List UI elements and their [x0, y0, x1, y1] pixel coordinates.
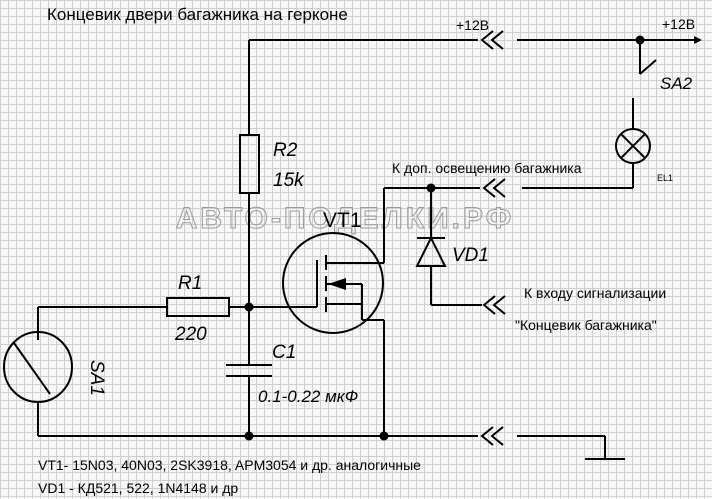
diagram-title: Концевик двери багажника на герконе	[47, 5, 348, 24]
el1-label: EL1	[657, 173, 673, 183]
r2-value: 15k	[273, 170, 305, 191]
capacitor-c1	[226, 307, 272, 436]
vt1-label: VT1	[323, 209, 362, 232]
watermark: АВТО-ПОДЕЛКИ.РФ	[176, 202, 514, 235]
mosfet-icon	[282, 232, 384, 334]
sa1-label: SA1	[86, 360, 107, 396]
diode-icon	[415, 188, 482, 306]
junction-dot	[244, 431, 254, 441]
source-wire	[361, 304, 385, 436]
alarm-label-line1: К входу сигнализации	[524, 285, 666, 301]
double-chevron-connector-icon	[480, 426, 504, 446]
supply-label-right: +12В	[662, 16, 695, 32]
double-chevron-connector-icon	[480, 30, 504, 50]
r1-value: 220	[174, 324, 207, 345]
lamp-line-label: К доп. освещению багажника	[392, 160, 582, 176]
r2-ref: R2	[273, 140, 298, 161]
r1-ref: R1	[178, 273, 202, 294]
double-chevron-connector-icon	[482, 295, 506, 315]
sa2-switch	[632, 40, 657, 128]
junction-dot	[379, 431, 389, 441]
vd1-label: VD1	[452, 245, 489, 266]
note-vd1: VD1 - КД521, 522, 1N4148 и др	[38, 480, 238, 496]
arrow-right-icon	[694, 36, 702, 44]
reed-switch-icon	[3, 307, 73, 436]
ground-rail	[38, 435, 606, 458]
c1-value: 0.1-0.22 мкФ	[258, 387, 358, 406]
sa2-label: SA2	[660, 74, 693, 93]
alarm-label-line2: "Концевик багажника"	[515, 317, 657, 333]
c1-ref: C1	[272, 342, 296, 363]
gate-wire	[249, 260, 318, 308]
supply-rail	[248, 39, 700, 135]
double-chevron-connector-icon	[482, 178, 506, 198]
lamp-icon	[615, 128, 651, 164]
resistor-r1	[38, 297, 249, 317]
supply-label-left: +12В	[456, 17, 489, 33]
resistor-r2	[239, 134, 260, 307]
note-vt1: VT1- 15N03, 40N03, 2SK3918, APM3054 и др…	[38, 457, 421, 473]
lamp-return-wire	[522, 163, 634, 189]
